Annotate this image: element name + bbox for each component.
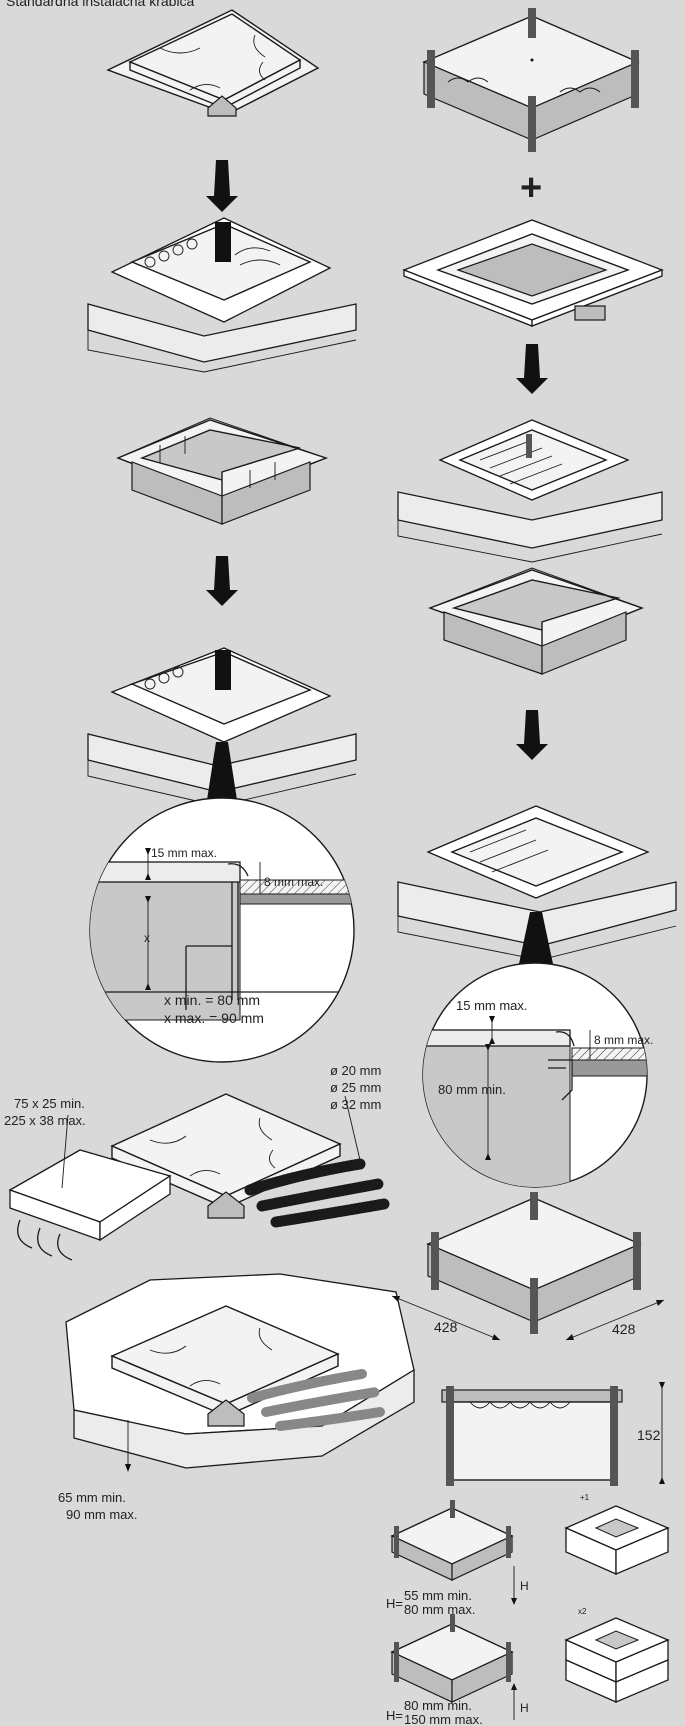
- dimension-height-label: 152: [637, 1427, 661, 1443]
- frame-box-left-1: [116, 417, 329, 525]
- arrow-down-icon-2: [206, 556, 238, 606]
- embed-max-label: 90 mm max.: [66, 1507, 138, 1522]
- ext1-min-label: 55 mm min.: [404, 1588, 472, 1603]
- frame-box-right: [427, 567, 645, 675]
- left-lid-max-label: 8 mm max.: [264, 875, 323, 889]
- extension-two: H H= 80 mm min. 150 mm max. x2: [386, 1607, 670, 1726]
- detail-circle-right: 15 mm max. 8 mm max. 80 mm min.: [422, 962, 653, 1188]
- duct-conduit-box: 75 x 25 min. 225 x 38 max. ø 20 mm ø 25 …: [4, 1063, 390, 1261]
- detail-circle-left: 15 mm max. 8 mm max. x x min. = 80 mm x …: [89, 797, 355, 1063]
- plus-sign: +: [520, 167, 542, 209]
- extension-one: H H= 55 mm min. 80 mm max. +1: [386, 1493, 670, 1617]
- left-x-max-label: x max. = 90 mm: [164, 1010, 264, 1026]
- dimension-width-label: 428: [434, 1319, 458, 1335]
- ext2-badge: x2: [578, 1607, 587, 1616]
- left-screed-max-label: 15 mm max.: [151, 846, 217, 860]
- ext2-min-label: 80 mm min.: [404, 1698, 472, 1713]
- right-depth-min-label: 80 mm min.: [438, 1082, 506, 1097]
- title: Standardna instalačna krabica: [6, 0, 195, 9]
- duct-max-label: 225 x 38 max.: [4, 1113, 86, 1128]
- ext1-prefix: H=: [386, 1596, 403, 1611]
- adjustable-box-1: [422, 8, 640, 152]
- square-frame: [402, 219, 664, 327]
- side-view-box: 152: [441, 1382, 665, 1486]
- cut-box-slab-1: [87, 217, 357, 373]
- left-x-symbol: x: [144, 931, 150, 945]
- conduit-25-label: ø 25 mm: [330, 1080, 381, 1095]
- ext2-max-label: 150 mm max.: [404, 1712, 483, 1726]
- duct-min-label: 75 x 25 min.: [14, 1096, 85, 1111]
- ext1-badge: +1: [580, 1493, 590, 1502]
- conduit-32-label: ø 32 mm: [330, 1097, 381, 1112]
- dimension-depth-label: 428: [612, 1321, 636, 1337]
- ext2-prefix: H=: [386, 1708, 403, 1723]
- conduit-20-label: ø 20 mm: [330, 1063, 381, 1078]
- arrow-down-icon-4: [516, 710, 548, 760]
- frame-in-slab-1: [397, 419, 663, 563]
- dimensioned-box: 428 428: [391, 1192, 665, 1341]
- left-x-min-label: x min. = 80 mm: [164, 992, 260, 1008]
- right-lid-max-label: 8 mm max.: [594, 1033, 653, 1047]
- arrow-down-icon-1: [206, 160, 238, 212]
- right-screed-max-label: 15 mm max.: [456, 998, 528, 1013]
- ext1-h-symbol: H: [520, 1579, 529, 1593]
- embedded-box-slab: 65 mm min. 90 mm max.: [58, 1273, 415, 1522]
- frame-in-slab-2: [397, 805, 677, 978]
- arrow-down-icon-3: [516, 344, 548, 394]
- embed-min-label: 65 mm min.: [58, 1490, 126, 1505]
- lid-box-1: [106, 9, 320, 117]
- ext2-h-symbol: H: [520, 1701, 529, 1715]
- ext1-max-label: 80 mm max.: [404, 1602, 476, 1617]
